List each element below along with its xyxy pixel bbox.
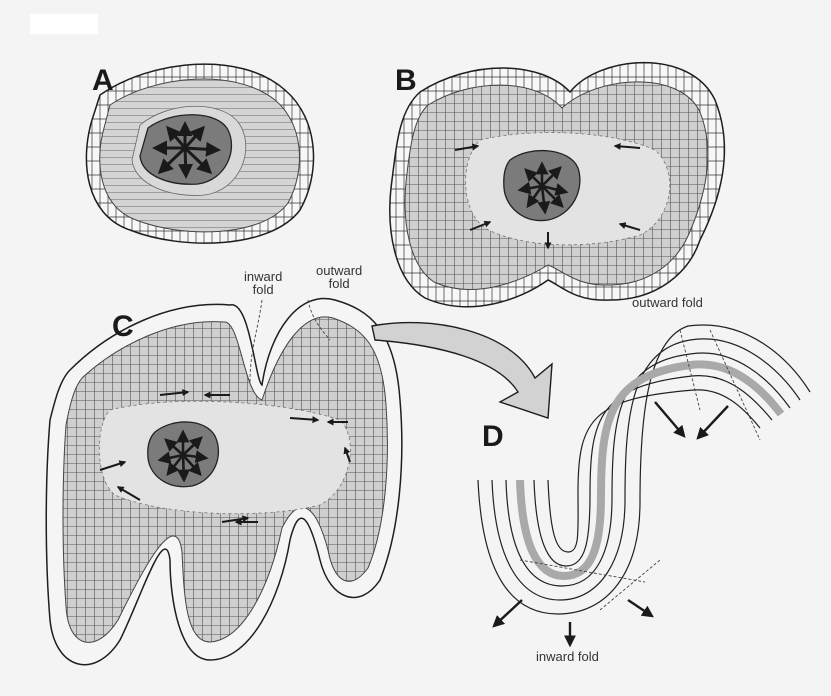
outward-fold-label-c: outward fold [316,264,362,290]
panel-d-basal-band [520,364,781,576]
panel-c-organoid [46,298,402,664]
inward-fold-label-d: inward fold [536,650,599,663]
panel-label-d: D [482,420,504,454]
outward-fold-line2: fold [316,277,362,290]
panel-label-a: A [92,64,114,98]
panel-label-c: C [112,310,134,344]
panel-c-lumen [99,401,350,513]
inward-fold-line2: fold [244,283,282,296]
outward-fold-label-d: outward fold [632,296,703,309]
panel-label-b: B [395,64,417,98]
inward-fold-label-c: inward fold [244,270,282,296]
panel-b-organoid [390,63,725,307]
panel-a-organoid [86,64,313,243]
